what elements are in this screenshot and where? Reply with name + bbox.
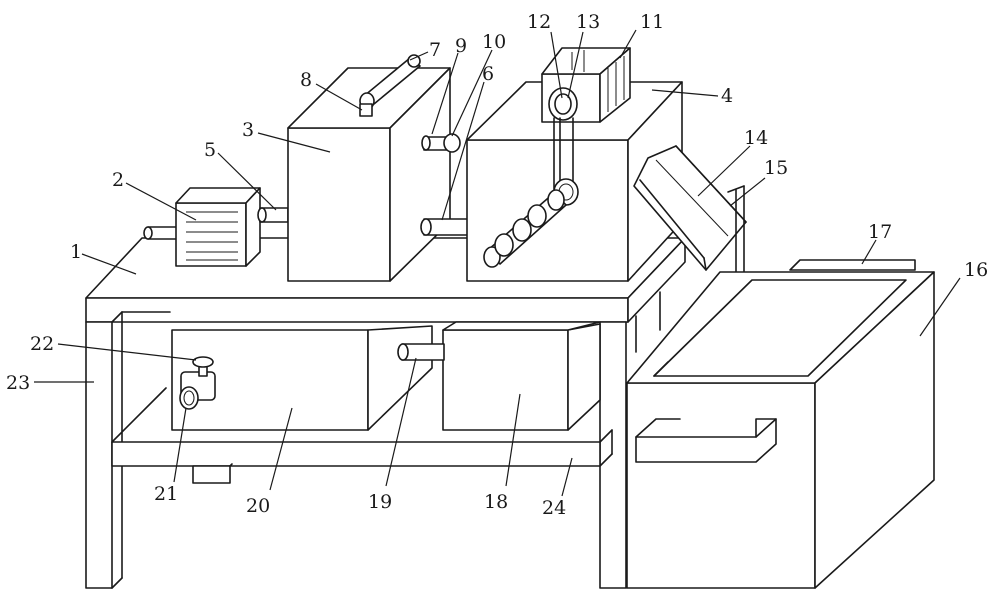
label-18: 18 — [484, 491, 508, 513]
leader-lines — [34, 29, 961, 497]
label-11: 11 — [640, 11, 664, 33]
pipes-9-6 — [420, 133, 469, 236]
label-10: 10 — [482, 31, 506, 53]
label-19: 19 — [368, 491, 392, 513]
label-23: 23 — [6, 372, 30, 394]
label-24: 24 — [542, 497, 566, 519]
label-1: 1 — [70, 241, 82, 263]
part-number-labels: 1 2 3 4 5 6 7 8 9 10 11 12 13 14 15 16 1… — [6, 11, 988, 519]
label-15: 15 — [764, 157, 788, 179]
label-2: 2 — [112, 169, 124, 191]
handle — [635, 418, 777, 463]
label-3: 3 — [242, 119, 254, 141]
label-12: 12 — [527, 11, 551, 33]
lid-17 — [789, 259, 916, 271]
collection-box-16 — [626, 271, 935, 589]
label-16: 16 — [964, 259, 988, 281]
label-22: 22 — [30, 333, 54, 355]
label-6: 6 — [482, 63, 494, 85]
label-5: 5 — [204, 139, 216, 161]
support-15 — [727, 185, 745, 273]
filter-box-18 — [442, 321, 601, 431]
label-21: 21 — [154, 483, 178, 505]
label-17: 17 — [868, 221, 892, 243]
label-7: 7 — [429, 39, 441, 61]
label-20: 20 — [246, 495, 270, 517]
pipe-19 — [397, 343, 445, 361]
label-13: 13 — [576, 11, 600, 33]
grinding-roller — [483, 189, 567, 268]
label-4: 4 — [721, 85, 733, 107]
label-8: 8 — [300, 69, 312, 91]
feed-roller-8 — [359, 54, 421, 117]
label-9: 9 — [455, 35, 467, 57]
label-14: 14 — [744, 127, 768, 149]
valve-21-22 — [179, 356, 216, 410]
